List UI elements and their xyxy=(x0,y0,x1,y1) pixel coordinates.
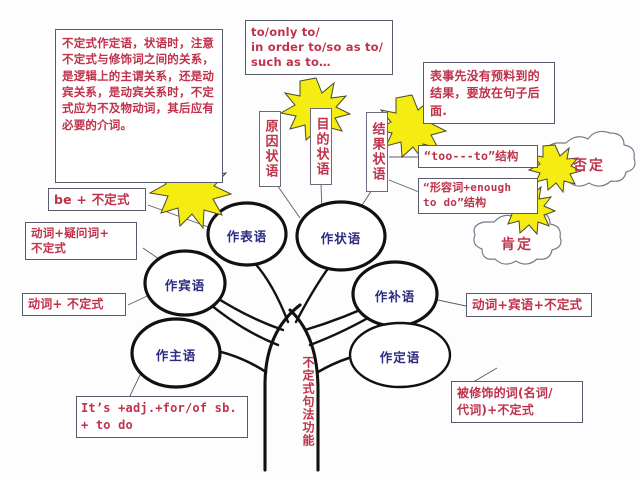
note-result-position: 表事先没有预料到的结果，要放在句子后面. xyxy=(423,62,555,124)
structure-modified-word[interactable]: 被修饰的词(名词/ 代词)+不定式 xyxy=(451,381,583,423)
ellipse-node-complement[interactable] xyxy=(351,260,439,328)
structure-adj-enough[interactable]: “形容词+enough to do”结构 xyxy=(418,178,538,214)
trunk-label: 不定式句法功能 xyxy=(301,356,315,447)
adverbial-type-cause[interactable]: 原因状语 xyxy=(259,111,281,187)
ellipse-node-predicative[interactable] xyxy=(206,201,288,267)
structure-be-inf[interactable]: be + 不定式 xyxy=(48,188,146,211)
structure-its-adj[interactable]: It’s +adj.+for/of sb. + to do xyxy=(76,396,248,438)
tree-nodes xyxy=(130,200,452,389)
connector-adj-enough xyxy=(388,179,420,193)
structure-too-to[interactable]: “too---to”结构 xyxy=(418,145,538,168)
connector-its-adj xyxy=(127,374,141,401)
adverbial-type-purpose[interactable]: 目的状语 xyxy=(310,108,332,185)
structure-verb-wh-inf[interactable]: 动词+疑问词+ 不定式 xyxy=(25,222,137,260)
trunk-right xyxy=(288,308,320,472)
adverbial-type-result[interactable]: 结果状语 xyxy=(366,112,388,192)
branch-predicative xyxy=(248,256,290,324)
connector-adv-cause xyxy=(276,184,301,219)
ellipse-node-adverbial[interactable] xyxy=(295,200,387,272)
structure-verb-obj-inf[interactable]: 动词+宾语+不定式 xyxy=(466,293,592,317)
note-purpose-markers: to/only to/ in order to/so as to/ such a… xyxy=(245,20,393,75)
ellipse-node-object[interactable] xyxy=(143,249,227,317)
branch-object xyxy=(212,294,285,332)
ellipse-node-attributive[interactable] xyxy=(348,321,452,389)
connector-verb-obj-inf xyxy=(437,299,467,307)
ellipse-node-subject[interactable] xyxy=(130,317,222,389)
structure-verb-inf[interactable]: 动词+ 不定式 xyxy=(22,293,126,316)
note-modifier-relation: 不定式作定语，状语时，注意不定式与修饰词之间的关系，是逻辑上的主谓关系，还是动宾… xyxy=(55,29,223,183)
